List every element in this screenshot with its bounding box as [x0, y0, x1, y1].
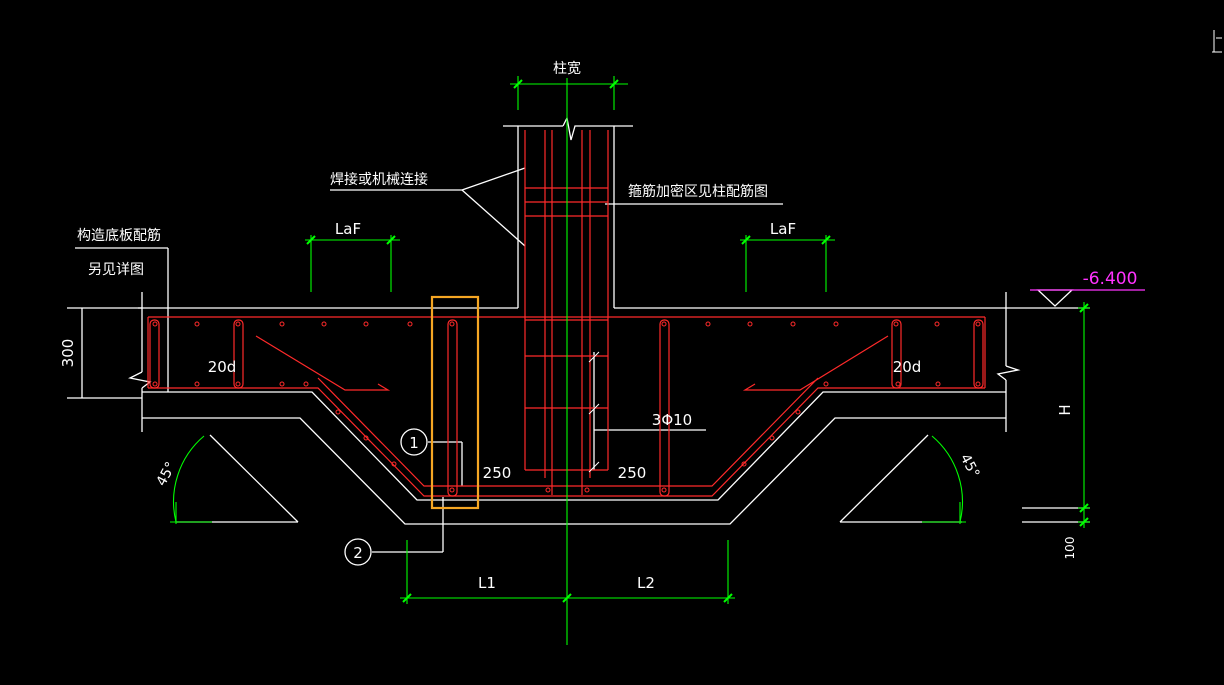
svg-text:1: 1 — [409, 434, 419, 452]
label-250-right: 250 — [618, 464, 647, 482]
bar-spec-ticks — [588, 351, 600, 473]
label-bar-spec: 3Φ10 — [652, 411, 692, 429]
corner-marker — [1212, 30, 1222, 53]
rebar-layout — [147, 130, 986, 497]
label-l1: L1 — [478, 574, 496, 592]
highlight-box[interactable] — [430, 295, 480, 510]
label-dim-100: 100 — [1063, 537, 1077, 560]
dimension-lines — [170, 76, 1090, 645]
label-laf-right: LaF — [770, 220, 796, 238]
label-dim-300: 300 — [59, 339, 77, 368]
svg-text:2: 2 — [353, 544, 363, 562]
label-250-left: 250 — [483, 464, 512, 482]
label-slab-rebar-2: 另见详图 — [88, 262, 144, 278]
label-angle-right: 45° — [957, 451, 983, 480]
label-l2: L2 — [637, 574, 655, 592]
label-dim-h: H — [1056, 404, 1074, 415]
label-elevation: -6.400 — [1083, 269, 1138, 289]
label-column-width: 柱宽 — [553, 60, 581, 77]
label-slab-rebar-1: 构造底板配筋 — [77, 227, 161, 244]
callout-2: 2 — [344, 538, 372, 566]
dimension-ticks — [306, 79, 1089, 603]
label-laf-left: LaF — [335, 220, 361, 238]
label-stirrup-note: 箍筋加密区见柱配筋图 — [628, 183, 768, 200]
label-anchor-left: 20d — [208, 358, 237, 376]
label-anchor-right: 20d — [893, 358, 922, 376]
callout-1: 1 — [400, 428, 428, 456]
label-weld-or-mech: 焊接或机械连接 — [330, 171, 428, 188]
rebar-dots — [152, 321, 981, 493]
